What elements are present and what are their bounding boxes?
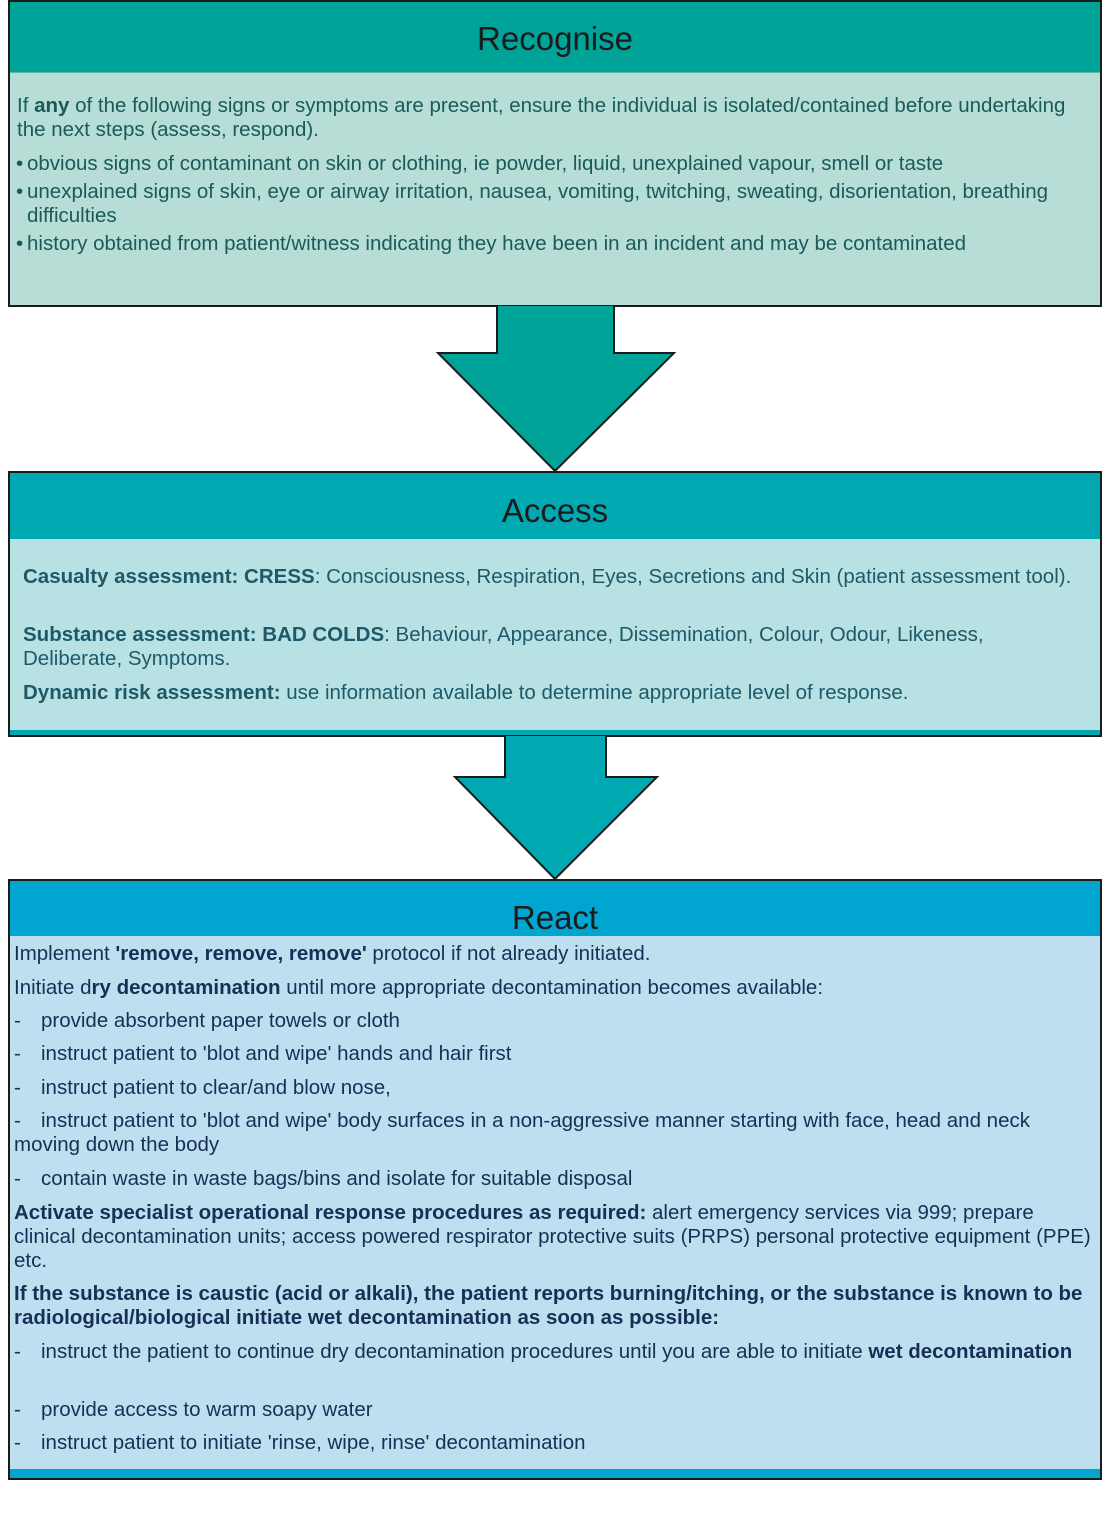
dash-icon: - <box>14 1109 21 1132</box>
dynamic-risk-label: Dynamic risk assessment: <box>23 681 281 704</box>
wet-step-text: instruct the patient to continue dry dec… <box>41 1340 869 1363</box>
react-body: Implement 'remove, remove, remove' proto… <box>10 936 1100 1469</box>
recognise-intro: If any of the following signs or symptom… <box>17 94 1092 142</box>
initiate-text: Initiate d <box>14 976 92 999</box>
casualty-assessment-label: Casualty assessment: CRESS <box>23 565 315 588</box>
dash-icon: - <box>14 1398 21 1421</box>
down-arrow-icon <box>436 305 676 473</box>
wet-step: instruct patient to initiate 'rinse, wip… <box>41 1431 586 1454</box>
caustic-instruction: If the substance is caustic (acid or alk… <box>14 1282 1083 1329</box>
dash-icon: - <box>14 1042 21 1065</box>
recognise-box: Recognise If any of the following signs … <box>8 0 1102 307</box>
bullet-icon: • <box>16 180 24 203</box>
activate-text: alert emergency services via 999; prepar… <box>14 1201 1091 1272</box>
activate-procedures: Activate specialist operational response… <box>14 1201 1094 1273</box>
dash-icon: - <box>14 1009 21 1032</box>
dry-step: contain waste in waste bags/bins and iso… <box>41 1167 633 1190</box>
access-box: Access Casualty assessment: CRESS: Consc… <box>8 471 1102 737</box>
implement-text: Implement <box>14 942 116 965</box>
dash-icon: - <box>14 1076 21 1099</box>
react-box: React Implement 'remove, remove, remove'… <box>8 879 1102 1480</box>
dry-step: instruct patient to 'blot and wipe' hand… <box>41 1042 512 1065</box>
initiate-bold: ry decontamination <box>91 976 281 999</box>
dry-step: provide absorbent paper towels or cloth <box>41 1009 400 1032</box>
substance-assessment-text: : Behaviour, Appearance, Dissemination, … <box>23 623 984 670</box>
dynamic-risk-assessment: Dynamic risk assessment: use information… <box>23 681 1093 705</box>
bullet-icon: • <box>16 232 24 255</box>
dash-icon: - <box>14 1340 21 1363</box>
casualty-assessment: Casualty assessment: CRESS: Consciousnes… <box>23 565 1073 589</box>
substance-assessment-label: Substance assessment: BAD COLDS <box>23 623 385 646</box>
initiate-dry-decon: Initiate dry decontamination until more … <box>14 976 1094 1000</box>
dynamic-risk-text: use information available to determine a… <box>280 681 909 704</box>
wet-step-bold: wet decontamination <box>868 1340 1073 1363</box>
recognise-intro-part: If <box>17 94 35 117</box>
react-title: React <box>511 899 599 936</box>
recognise-title: Recognise <box>477 20 633 57</box>
implement-text: protocol if not already initiated. <box>366 942 651 965</box>
dry-step: instruct patient to 'blot and wipe' body… <box>14 1109 1030 1156</box>
access-body: Casualty assessment: CRESS: Consciousnes… <box>10 539 1100 730</box>
dry-step: instruct patient to clear/and blow nose, <box>41 1076 391 1099</box>
down-arrow-icon <box>453 735 659 881</box>
wet-step: provide access to warm soapy water <box>41 1398 373 1421</box>
bullet-icon: • <box>16 152 24 175</box>
recognise-intro-bold: any <box>34 94 70 117</box>
casualty-assessment-text: : Consciousness, Respiration, Eyes, Secr… <box>314 565 1072 588</box>
substance-assessment: Substance assessment: BAD COLDS: Behavio… <box>23 623 1073 671</box>
activate-bold: Activate specialist operational response… <box>14 1201 647 1224</box>
recognise-bullet: history obtained from patient/witness in… <box>27 232 967 255</box>
recognise-intro-part: of the following signs or symptoms are p… <box>17 94 1066 141</box>
recognise-body: If any of the following signs or symptom… <box>10 72 1100 305</box>
initiate-text: until more appropriate decontamination b… <box>280 976 824 999</box>
access-title: Access <box>501 492 609 529</box>
implement-bold: 'remove, remove, remove' <box>115 942 367 965</box>
implement-protocol: Implement 'remove, remove, remove' proto… <box>14 942 1094 966</box>
recognise-bullet: obvious signs of contaminant on skin or … <box>27 152 944 175</box>
wet-step: instruct the patient to continue dry dec… <box>14 1340 1084 1364</box>
dash-icon: - <box>14 1167 21 1190</box>
recognise-bullet: unexplained signs of skin, eye or airway… <box>27 180 1048 227</box>
dash-icon: - <box>14 1431 21 1454</box>
